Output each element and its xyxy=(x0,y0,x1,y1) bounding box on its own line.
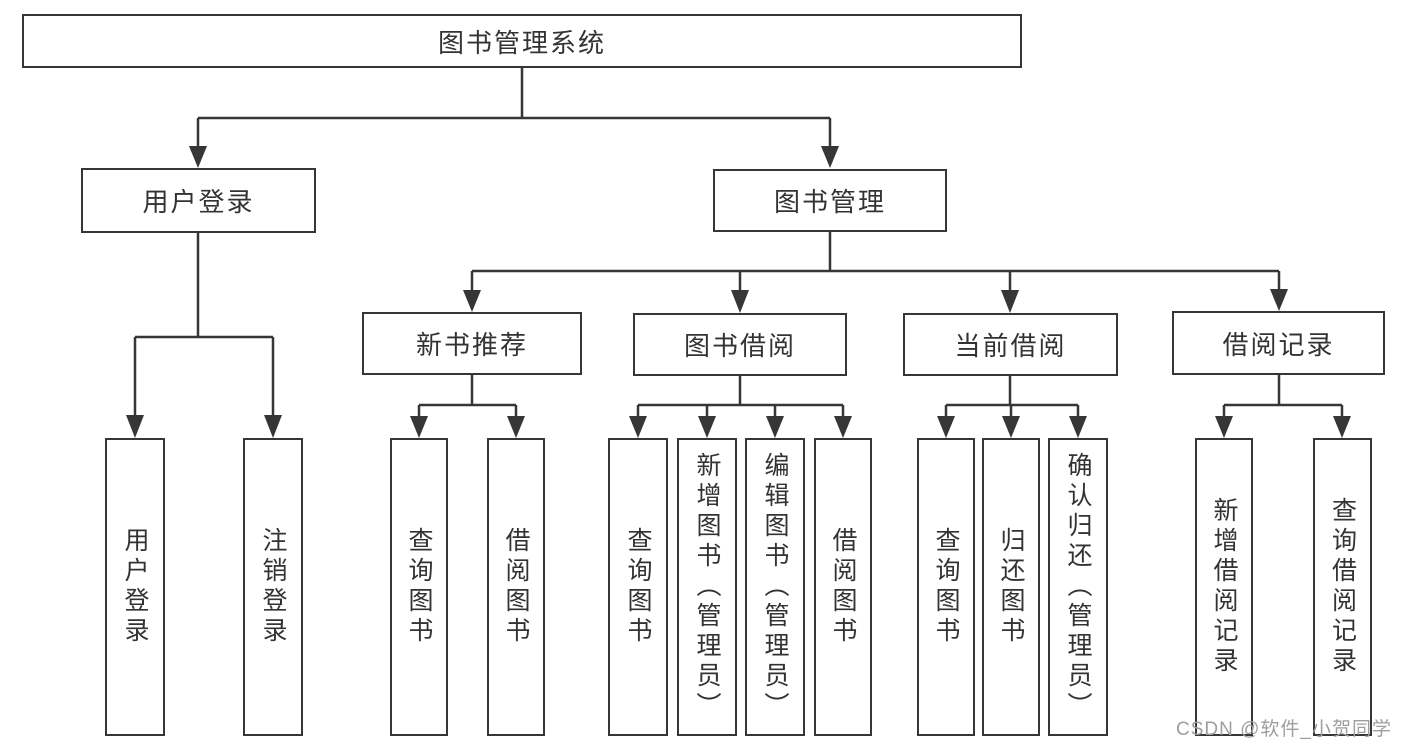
arrow-down-icon xyxy=(507,416,525,438)
arrow-down-icon xyxy=(126,415,144,438)
arrow-down-icon xyxy=(821,146,839,168)
arrow-down-icon xyxy=(264,415,282,438)
connector-newrec-to-leaves xyxy=(417,375,518,416)
csdn-watermark: CSDN @软件_小贺同学 xyxy=(1176,719,1392,740)
leaf-borrowing-query-books: 查询图书 xyxy=(608,438,668,736)
arrow-down-icon xyxy=(834,416,852,438)
node-book-management: 图书管理 xyxy=(713,169,947,232)
leaf-user-login: 用户登录 xyxy=(105,438,165,736)
arrow-down-icon xyxy=(731,290,749,313)
connector-userlogin-to-leaves xyxy=(133,233,275,415)
leaf-newrec-borrow-books: 借阅图书 xyxy=(487,438,545,736)
arrow-down-icon xyxy=(698,416,716,438)
arrow-down-icon xyxy=(766,416,784,438)
arrow-down-icon xyxy=(937,416,955,438)
connector-bookmgmt-to-level3 xyxy=(470,232,1281,290)
arrow-down-icon xyxy=(1270,289,1288,311)
node-new-book-recommend: 新书推荐 xyxy=(362,312,582,375)
node-current-borrowing: 当前借阅 xyxy=(903,313,1118,376)
arrow-down-icon xyxy=(1333,416,1351,438)
arrow-down-icon xyxy=(1215,416,1233,438)
node-library-system: 图书管理系统 xyxy=(22,14,1022,68)
arrow-down-icon xyxy=(189,146,207,168)
leaf-current-query-books: 查询图书 xyxy=(917,438,975,736)
leaf-borrowing-add-books-admin: 新增图书（管理员） xyxy=(677,438,737,736)
leaf-current-confirm-return-admin: 确认归还（管理员） xyxy=(1048,438,1108,736)
leaf-current-return-books: 归还图书 xyxy=(982,438,1040,736)
leaf-borrowing-borrow-books: 借阅图书 xyxy=(814,438,872,736)
leaf-logout: 注销登录 xyxy=(243,438,303,736)
arrow-down-icon xyxy=(1001,290,1019,313)
node-book-borrowing: 图书借阅 xyxy=(633,313,847,376)
arrow-down-icon xyxy=(463,290,481,312)
leaf-records-query-record: 查询借阅记录 xyxy=(1313,438,1372,736)
arrowheads xyxy=(126,146,1351,438)
arrow-down-icon xyxy=(410,416,428,438)
leaf-newrec-query-books: 查询图书 xyxy=(390,438,448,736)
node-borrowing-records: 借阅记录 xyxy=(1172,311,1385,375)
leaf-records-add-record: 新增借阅记录 xyxy=(1195,438,1253,736)
connector-current-to-leaves xyxy=(944,376,1080,416)
arrow-down-icon xyxy=(629,416,647,438)
connector-borrowing-to-leaves xyxy=(636,376,845,416)
arrow-down-icon xyxy=(1002,416,1020,438)
node-user-login: 用户登录 xyxy=(81,168,316,233)
arrow-down-icon xyxy=(1069,416,1087,438)
leaf-borrowing-edit-books-admin: 编辑图书（管理员） xyxy=(745,438,805,736)
connector-root-to-level2 xyxy=(196,68,832,146)
connector-records-to-leaves xyxy=(1222,375,1344,416)
